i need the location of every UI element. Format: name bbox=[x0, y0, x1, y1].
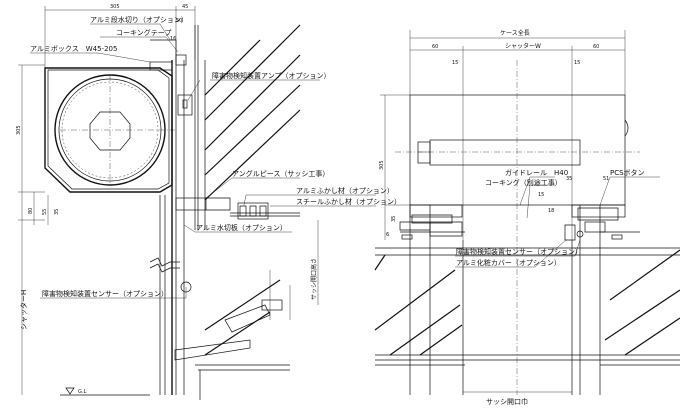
gl-label: G.L bbox=[78, 389, 86, 395]
left-section-view: 305 45 50 16 305 80 55 35 シャッターH bbox=[16, 4, 401, 400]
case-outline bbox=[409, 94, 626, 206]
dim-50: 50 bbox=[176, 18, 182, 24]
drum-shaft-octagon bbox=[89, 111, 131, 151]
sensor-amp bbox=[177, 94, 193, 116]
dim-16: 16 bbox=[170, 36, 176, 42]
dim-305-top: 305 bbox=[110, 4, 120, 10]
dim-35-right: 35 bbox=[566, 176, 572, 182]
dim-80: 80 bbox=[28, 208, 34, 214]
dim-6: 6 bbox=[386, 232, 389, 238]
label-guide-rail: ガイドレール H40 bbox=[505, 168, 568, 177]
dim-51: 51 bbox=[603, 176, 609, 182]
dim-60-right: 60 bbox=[593, 44, 599, 50]
dim-18: 18 bbox=[548, 208, 554, 214]
fukashi-member bbox=[237, 202, 269, 220]
label-angle-piece: アングルピース（サッシ工事） bbox=[232, 169, 329, 178]
label-sash-opening-width: サッシ開口巾 bbox=[486, 397, 528, 406]
label-obstacle-sensor-right: 障害物検知装置センサー（オプション） bbox=[456, 247, 582, 256]
dim-45: 45 bbox=[182, 4, 188, 10]
label-case-full-length: ケース全長 bbox=[500, 29, 530, 37]
right-elevation-view: ケース全長 シャッターW 60 60 15 15 305 35 6 bbox=[374, 29, 680, 406]
label-shutter-w: シャッターW bbox=[505, 42, 541, 50]
dim-35-left: 35 bbox=[391, 216, 397, 222]
dim-55: 55 bbox=[42, 209, 48, 215]
label-obstacle-amp: 障害物検知装置アンプ（オプション） bbox=[212, 71, 331, 80]
dim-60-left: 60 bbox=[432, 44, 438, 50]
dim-15-bottom: 15 bbox=[538, 192, 544, 198]
label-pcs-button: PCSボタン bbox=[610, 168, 645, 177]
dim-15-left: 15 bbox=[452, 60, 458, 66]
rail-detail-left bbox=[411, 214, 453, 224]
dim-15-right: 15 bbox=[574, 60, 580, 66]
dim-305-right: 305 bbox=[379, 160, 385, 170]
shutter-h-label: シャッターH bbox=[19, 290, 28, 330]
dim-305-side: 305 bbox=[16, 125, 22, 135]
wall-hatching bbox=[194, 24, 301, 400]
label-obstacle-sensor: 障害物検知装置センサー（オプション） bbox=[42, 289, 168, 298]
label-alum-mizukiri-plate: アルミ水切板（オプション） bbox=[196, 223, 287, 232]
dim-35: 35 bbox=[54, 209, 60, 215]
mizukiri-lower bbox=[174, 339, 251, 361]
roller-shaft bbox=[429, 139, 581, 166]
sash-bottom bbox=[224, 304, 271, 333]
gl-triangle bbox=[65, 387, 75, 395]
label-alum-cover: アルミ化粧カバー（オプション） bbox=[456, 258, 561, 267]
right-wall-hatching bbox=[374, 247, 680, 366]
label-alum-fukashi: アルミふかし材（オプション） bbox=[296, 186, 394, 195]
label-alum-mizukiri: アルミ段水切り（オプション） bbox=[90, 15, 188, 24]
shutter-box bbox=[44, 67, 173, 193]
label-caulking-separate: コーキング（別途工事） bbox=[485, 178, 562, 187]
rail-detail-right bbox=[577, 207, 619, 221]
sash-opening-height-label: サッシ開口高さ bbox=[310, 258, 318, 300]
label-alum-box: アルミボックス W45-205 bbox=[30, 45, 117, 53]
label-steel-fukashi: スチールふかし材（オプション） bbox=[296, 197, 401, 206]
label-caulking-tape: コーキングテープ bbox=[116, 28, 171, 37]
